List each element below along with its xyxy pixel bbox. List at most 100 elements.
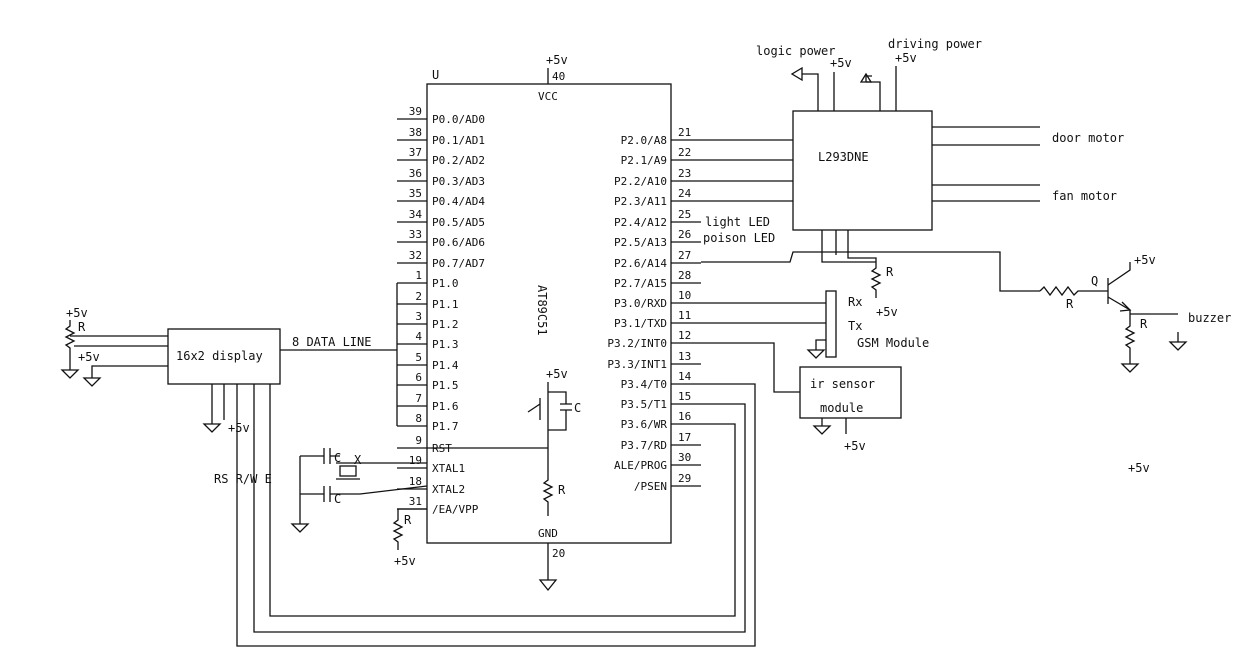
left-pin-name: P0.5/AD5 [432,216,485,229]
left-pin-number: 35 [409,187,422,200]
data-line-label: 8 DATA LINE [292,335,371,349]
left-pin-name: P0.2/AD2 [432,154,485,167]
buzzer-supply: +5v [1134,253,1156,267]
reset-resistor [542,448,554,516]
left-pin-number: 3 [415,310,422,323]
right-pin-number: 15 [678,390,691,403]
reset-capacitor [548,391,572,431]
lcd-control-label: RS R/W E [214,472,272,486]
right-pin-number: 30 [678,451,691,464]
ir-sensor-label-2: module [820,401,863,415]
ir-sensor: ir sensor module +5v [701,342,902,453]
buzzer-base-resistor [1039,285,1108,297]
right-pin-number: 17 [678,431,691,444]
left-pin-name: P0.7/AD7 [432,257,485,270]
left-pin-number: 6 [415,371,422,384]
driving-ground-wire [866,81,881,111]
ir-sensor-label-1: ir sensor [810,377,875,391]
reset-resistor-label: R [558,483,566,497]
left-pin-number: 2 [415,290,422,303]
left-pin-name: XTAL1 [432,462,465,475]
driver-part-name: L293DNE [818,150,869,164]
buzzer-emitter-resistor [1124,318,1136,364]
lcd-supply-top: +5v [66,306,88,320]
mcu-body [426,83,672,544]
right-pin-number: 10 [678,289,691,302]
left-pin-number: 9 [415,434,422,447]
left-pin-number: 36 [409,167,422,180]
right-pin-name: /PSEN [634,480,667,493]
door-motor-label: door motor [1052,131,1124,145]
right-pin-name: P3.3/INT1 [607,358,667,371]
left-pin-name: P1.2 [432,318,459,331]
left-pin-number: 38 [409,126,422,139]
microcontroller: U +5v 40 VCC GND 20 AT89C51 39P0.0/AD038… [397,53,701,592]
ea-resistor-label: R [404,513,412,527]
right-pin-name: P2.4/A12 [614,216,667,229]
stray-supply-label: +5v [1128,461,1150,475]
p2-wiring: light LED poison LED [701,139,1040,292]
ea-resistor [392,508,427,550]
left-pin-name: P1.4 [432,359,459,372]
gsm-connector [825,290,837,358]
crystal-x-label: X [354,453,362,467]
left-pin-name: P1.6 [432,400,459,413]
ir-signal-wire [701,342,800,393]
lcd-label: 16x2 display [176,349,263,363]
right-pin-name: P3.1/TXD [614,317,667,330]
light-led-label: light LED [705,215,770,229]
left-pin-number: 7 [415,392,422,405]
left-pin-number: 5 [415,351,422,364]
xtal2-wire [340,485,428,495]
right-pin-name: P3.0/RXD [614,297,667,310]
left-pin-name: P0.6/AD6 [432,236,485,249]
driver-bottom-wire-1 [821,230,876,263]
logic-power-label: logic power [756,44,835,58]
rs-wire [236,383,756,647]
left-pin-name: P0.3/AD3 [432,175,485,188]
crystal-cap-2-label: C [334,492,341,506]
left-pin-name: /EA/VPP [432,503,479,516]
left-pin-number: 33 [409,228,422,241]
logic-supply-label: +5v [830,56,852,70]
motor-driver: L293DNE logic power driving power +5v +5… [756,37,1124,319]
left-pin-number: 19 [409,454,422,467]
right-pin-name: P2.1/A9 [621,154,667,167]
lcd-ground [82,377,102,387]
crystal-ground [290,523,310,533]
left-pin-number: 39 [409,105,422,118]
transistor-arrow [1119,301,1132,312]
ir-sensor-body [799,366,902,419]
left-pin-name: P1.0 [432,277,459,290]
lcd-contrast-resistor [64,320,76,370]
reset-circuit: +5v C R [427,367,581,516]
p1-bus: 8 DATA LINE [280,283,398,426]
driver-resistor-label: R [886,265,894,279]
vcc-label: VCC [538,90,558,103]
mcu-ground-symbol [538,579,558,592]
lcd-resistor-label: R [78,320,86,334]
right-pin-number: 11 [678,309,691,322]
buzzer-ground [1120,363,1140,373]
buzzer-drive-wire [701,251,1040,292]
right-pin-name: P2.0/A8 [621,134,667,147]
left-pin-name: XTAL2 [432,483,465,496]
right-pin-number: 13 [678,350,691,363]
vcc-pin-number: 40 [552,70,565,83]
right-pin-name: P2.2/A10 [614,175,667,188]
lcd-supply-mid: +5v [78,350,100,364]
driver-bottom-wire-3 [847,230,877,262]
right-pin-number: 16 [678,410,691,423]
gsm-tx-label: Tx [848,319,862,333]
right-pin-number: 21 [678,126,691,139]
mcu-part-name: AT89C51 [535,285,549,336]
lcd-ground-wire [91,365,168,378]
left-pin-name: P0.0/AD0 [432,113,485,126]
buzzer-label: buzzer [1188,311,1231,325]
left-pin-group: 39P0.0/AD038P0.1/AD137P0.2/AD236P0.3/AD3… [397,105,485,516]
gsm-ground-wire [815,339,826,350]
driver-body [792,110,933,231]
enable-wire [269,384,736,617]
right-pin-number: 25 [678,208,691,221]
